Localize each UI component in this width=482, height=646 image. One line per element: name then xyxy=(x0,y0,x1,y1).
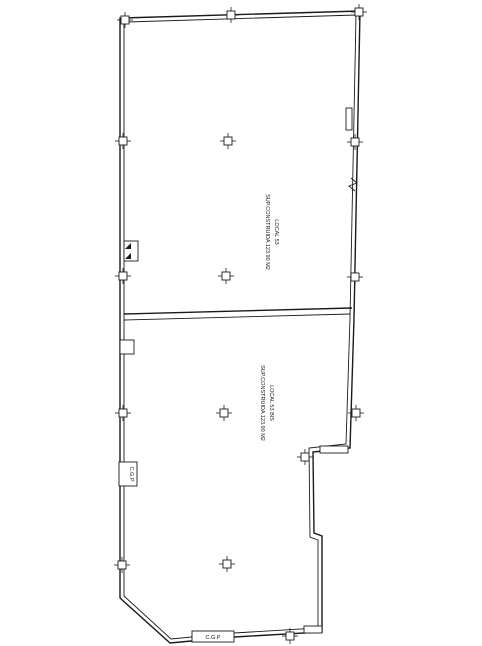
column xyxy=(220,133,236,149)
column xyxy=(223,7,239,23)
column xyxy=(282,628,298,644)
column xyxy=(115,133,131,149)
column xyxy=(348,405,364,421)
column xyxy=(347,134,363,150)
cgp-label: C.G.P xyxy=(128,467,134,482)
unit-area: SUP.CONSTRUIDA 123.90 M2 xyxy=(264,194,270,270)
column xyxy=(351,4,367,20)
columns xyxy=(114,4,367,644)
panel-symbol xyxy=(123,240,139,262)
partition-wall xyxy=(123,307,353,321)
cgp-label: C.G.P xyxy=(206,635,221,641)
column xyxy=(218,268,234,284)
wall-features xyxy=(119,107,358,634)
column xyxy=(115,405,131,421)
unit-label-local-53: LOCAL 53 SUP.CONSTRUIDA 123.90 M2 xyxy=(264,194,279,270)
cgp-box-bottom: C.G.P xyxy=(191,630,235,643)
column xyxy=(216,405,232,421)
unit-name: LOCAL 53 xyxy=(273,219,279,244)
unit-area: SUP.CONSTRUIDA 123.90 M2 xyxy=(259,365,265,441)
unit-label-local-53-bis: LOCAL 53 BIS SUP.CONSTRUIDA 123.90 M2 xyxy=(259,365,274,441)
column xyxy=(115,268,131,284)
column xyxy=(297,449,313,465)
column xyxy=(114,557,130,573)
cgp-box-left: C.G.P xyxy=(118,461,138,487)
column xyxy=(219,556,235,572)
outer-walls xyxy=(119,10,361,644)
unit-name: LOCAL 53 BIS xyxy=(268,385,274,421)
column xyxy=(347,269,363,285)
column xyxy=(117,12,133,28)
